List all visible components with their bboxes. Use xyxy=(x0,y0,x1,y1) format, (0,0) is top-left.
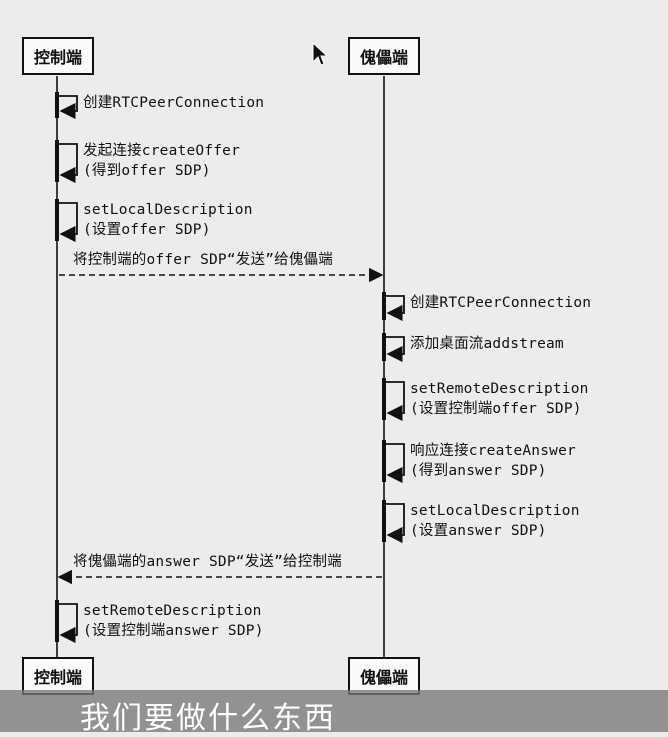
step-label: (得到offer SDP) xyxy=(83,163,211,179)
step-label: (设置offer SDP) xyxy=(83,222,211,238)
activation-bar xyxy=(55,600,59,642)
activation-bar xyxy=(382,440,386,482)
self-call-arrow xyxy=(386,503,405,544)
activation-bar xyxy=(382,500,386,542)
self-call-arrow xyxy=(386,336,405,363)
message-label: 将控制端的offer SDP“发送”给傀儡端 xyxy=(73,252,333,268)
actor-puppet-top: 傀儡端 xyxy=(348,37,420,75)
step-label: setRemoteDescription xyxy=(83,603,262,619)
actor-puppet-bottom: 傀儡端 xyxy=(348,657,420,695)
activation-bar xyxy=(55,140,59,182)
activation-bar xyxy=(382,292,386,320)
activation-bar xyxy=(55,92,59,118)
step-label: (得到answer SDP) xyxy=(410,463,547,479)
step-label: 发起连接createOffer xyxy=(83,143,241,159)
step-label: setLocalDescription xyxy=(83,202,253,218)
step-label: (设置answer SDP) xyxy=(410,523,547,539)
mouse-cursor-icon xyxy=(312,42,328,66)
step-label: 创建RTCPeerConnection xyxy=(83,95,265,111)
self-call-arrow xyxy=(59,95,78,120)
self-call-arrow xyxy=(386,443,405,484)
message-label: 将傀儡端的answer SDP“发送”给控制端 xyxy=(73,554,342,570)
step-label: 添加桌面流addstream xyxy=(410,336,564,352)
step-label: 响应连接createAnswer xyxy=(410,443,576,459)
self-call-arrow xyxy=(386,381,405,422)
self-call-arrow xyxy=(59,202,78,243)
step-label: setLocalDescription xyxy=(410,503,580,519)
step-label: (设置控制端offer SDP) xyxy=(410,401,582,417)
self-call-arrow xyxy=(386,295,405,322)
subtitle-bar xyxy=(0,690,668,732)
subtitle-text: 我们要做什么东西 xyxy=(80,701,336,736)
actor-controller-top: 控制端 xyxy=(22,37,94,75)
activation-bar xyxy=(55,199,59,241)
step-label: 创建RTCPeerConnection xyxy=(410,295,592,311)
activation-bar xyxy=(382,378,386,420)
self-call-arrow xyxy=(59,143,78,184)
actor-controller-bottom: 控制端 xyxy=(22,657,94,695)
step-label: (设置控制端answer SDP) xyxy=(83,623,264,639)
activation-bar xyxy=(382,333,386,361)
self-call-arrow xyxy=(59,603,78,644)
step-label: setRemoteDescription xyxy=(410,381,589,397)
